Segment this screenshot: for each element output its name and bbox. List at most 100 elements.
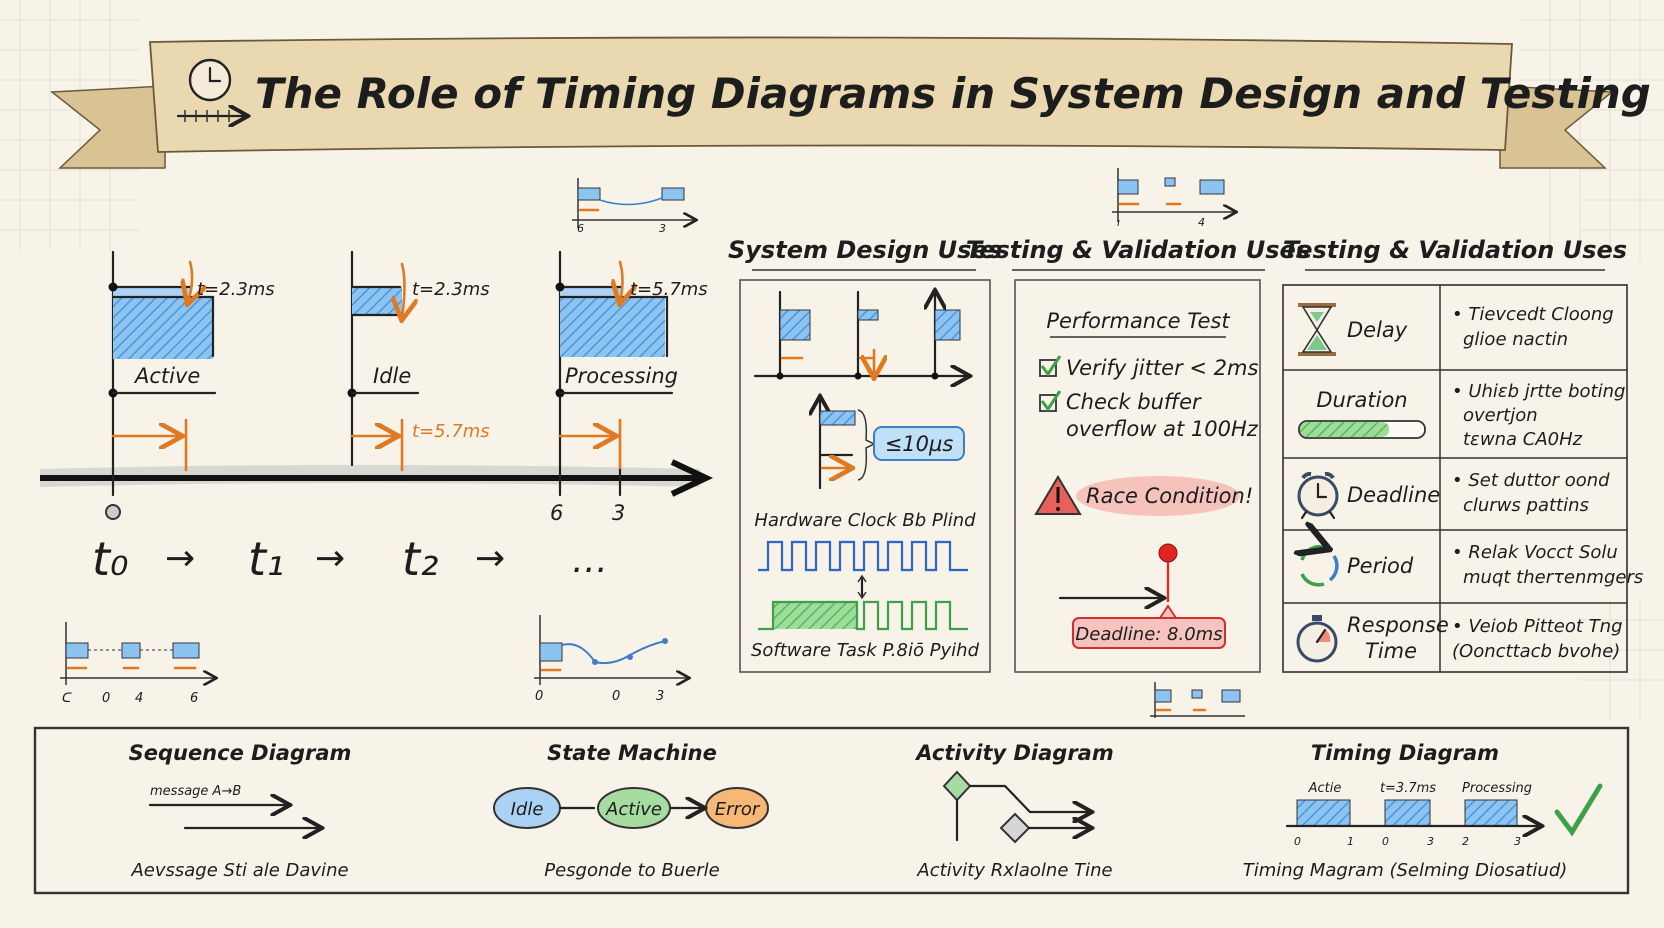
mini-chart-bottom-left: ᑕ 0 4 6 [60, 622, 215, 706]
checkbox-checked [1039, 390, 1062, 412]
axis-tick: 6 [550, 501, 563, 525]
testing-panel: Testing & Validation Uses Performance Te… [966, 236, 1310, 673]
example-title: State Machine [547, 741, 717, 765]
mini-chart-bottom-mid: 0 0 3 [534, 615, 688, 704]
state-label: Idle [511, 799, 544, 820]
example-title: Timing Diagram [1311, 741, 1499, 765]
example-title: Activity Diagram [914, 741, 1113, 765]
tick-label: 4 [1198, 216, 1205, 229]
title-banner: The Role of Timing Diagrams in System De… [49, 36, 1651, 169]
stopwatch-icon [1296, 615, 1338, 663]
time-sequence: t₀ → t₁ → t₂ → … [92, 532, 608, 586]
mini-chart-top-right: ı 4 [1112, 168, 1235, 229]
cycle-arrows-icon [1302, 547, 1339, 587]
term: Duration [1316, 388, 1407, 412]
state-label: Active [605, 799, 662, 820]
example-caption: Activity Rxlaolne Tine [916, 860, 1112, 881]
table-row-delay: Delay • Tievcedt Cloong glioe nactin [1298, 303, 1614, 356]
diagram-comparison: Sequence Diagram message A→B Aevssage St… [33, 726, 1630, 895]
description-line: • Uhiεb jrtte boting [1452, 381, 1625, 402]
description-line: glioe nactin [1463, 329, 1568, 350]
example-caption: Aevssage Sti ale Davine [130, 860, 348, 881]
sequence-arrow: → [475, 538, 505, 579]
tick-label: 3 [659, 222, 666, 235]
sequence-term: t₀ [92, 532, 128, 586]
state-timeline: t=2.3ms Active t=2.3ms Idle t=5.7ms [39, 250, 714, 586]
term: Response [1347, 613, 1449, 637]
time-label: t=2.3ms [197, 279, 275, 300]
sequence-ellipsis: … [572, 540, 608, 581]
tick-label: 4 [135, 691, 143, 706]
state-label: Processing [565, 364, 678, 388]
tick-label: 6 [577, 222, 584, 235]
checkmark-icon [1554, 783, 1603, 837]
time-axis-arrow [670, 459, 714, 497]
timing-diagram-example: Timing Diagram Actie t=3.7ms Processing … [1243, 741, 1603, 881]
state-label: Idle [373, 364, 411, 388]
latency-badge-text: ≤10µs [885, 432, 954, 456]
tick-label: 0 [1294, 835, 1301, 848]
uses-table: Testing & Validation Uses Delay • Tievce… [1282, 236, 1643, 673]
page-title: The Role of Timing Diagrams in System De… [255, 69, 1651, 118]
tick-label: 1 [1347, 835, 1354, 848]
tick-label: 2 [1462, 835, 1469, 848]
state-idle: t=2.3ms Idle t=5.7ms [347, 250, 490, 472]
sequence-term: t₁ [248, 532, 284, 586]
deadline-text: Deadline: 8.0ms [1075, 624, 1222, 645]
state-label: Active [133, 364, 200, 388]
term: Time [1365, 639, 1417, 663]
example-title: Sequence Diagram [129, 741, 352, 765]
state-processing: t=5.7ms Processing [555, 250, 708, 497]
merge-node [999, 812, 1031, 844]
check-item: Verify jitter < 2ms [1066, 356, 1258, 380]
description-line: • Veiob Pitteot Tng [1452, 616, 1623, 637]
tick-label: ı [1117, 216, 1120, 229]
clock-icon [176, 58, 246, 122]
sequence-arrow: → [165, 538, 195, 579]
deadline-badge [1072, 617, 1226, 649]
term: Period [1347, 554, 1414, 578]
description-line: tɛwna CA0Hz [1463, 429, 1583, 450]
description-line: clurws pattins [1463, 495, 1589, 516]
warning-text: Race Condition! [1086, 484, 1253, 508]
example-caption: Pesgonde to Buerle [544, 860, 719, 881]
tick-label: 3 [656, 689, 664, 704]
table-row-response-time: Response Time • Veiob Pitteot Tng (Oonct… [1296, 613, 1623, 663]
warning-icon [1034, 475, 1082, 515]
activity-diagram-example: Activity Diagram Activity Rxlaolne Tine [914, 741, 1113, 881]
tick-label: ᑕ [62, 691, 72, 706]
description-line: • Tievcedt Cloong [1452, 304, 1614, 325]
clock-label: Hardware Clock Bb Plind [754, 510, 976, 531]
tick-label: 3 [1427, 835, 1434, 848]
task-label: Software Task P.8iō Pyihd [751, 640, 980, 661]
duration-label: t=5.7ms [412, 421, 490, 442]
check-item: Check buffer [1066, 390, 1202, 414]
checkbox-checked [1039, 355, 1062, 377]
table-row-deadline: Deadline • Set duttor oond clurws pattin… [1297, 470, 1610, 520]
tick-label: 3 [1514, 835, 1521, 848]
mini-chart-right-lower [1150, 682, 1245, 718]
hardware-clock-wave [758, 540, 968, 572]
message-label: message A→B [150, 784, 241, 799]
software-task-wave [758, 600, 968, 631]
tick-label: 0 [535, 689, 543, 704]
progress-bar-icon [1298, 420, 1426, 439]
timing-label: Processing [1462, 781, 1532, 796]
term: Deadline [1347, 483, 1440, 507]
axis-tick: 3 [612, 501, 625, 525]
description-line: muqt therτenmgers [1463, 567, 1643, 588]
panel-header: Testing & Validation Uses [966, 236, 1310, 264]
timing-label: Actie [1308, 781, 1342, 796]
warning-highlight [1076, 476, 1240, 516]
decision-node [942, 770, 972, 802]
table-row-period: Period • Relak Vocct Solu muqt therτenmg… [1302, 542, 1643, 588]
table-row-duration: Duration • Uhiεb jrtte boting overtjon t… [1298, 381, 1625, 450]
sequence-arrow: → [315, 538, 345, 579]
sequence-diagram-example: Sequence Diagram message A→B Aevssage St… [129, 741, 352, 881]
time-label: t=2.3ms [412, 279, 490, 300]
description-line: • Relak Vocct Solu [1452, 542, 1618, 563]
panel-header: Testing & Validation Uses [1283, 236, 1627, 264]
test-subtitle: Performance Test [1046, 309, 1230, 333]
